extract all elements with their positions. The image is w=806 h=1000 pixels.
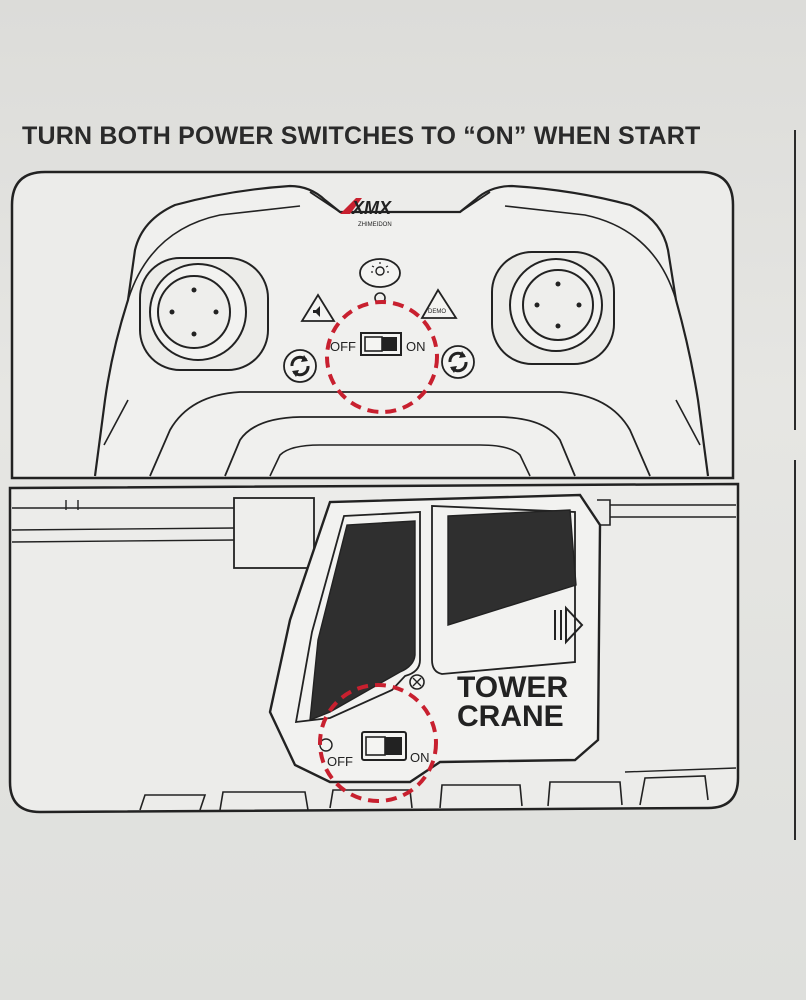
brand-subtext: ZHIMEIDON <box>358 222 392 228</box>
vehicle-name-line2: CRANE <box>457 700 564 733</box>
sound-button[interactable] <box>300 293 336 322</box>
speaker-icon <box>313 306 320 317</box>
switch-slider <box>365 736 386 756</box>
light-bulb-button[interactable] <box>359 258 401 304</box>
crane-cab: TOWER CRANE <box>268 493 602 784</box>
controller-panel: XMX ZHIMEIDON <box>10 170 735 480</box>
demo-label: DEMO <box>428 309 446 315</box>
controller-switch-off-label: OFF <box>330 339 356 354</box>
remote-controller: XMX ZHIMEIDON <box>93 184 710 477</box>
light-bulb-icon <box>375 266 385 276</box>
brand-logo-text: XMX <box>351 198 392 218</box>
right-joystick[interactable] <box>491 251 615 365</box>
forward-arrow-icon <box>554 605 584 645</box>
rotate-left-button[interactable] <box>283 349 317 383</box>
vehicle-panel: TOWER CRANE OFF ON <box>8 482 740 814</box>
demo-button[interactable]: DEMO <box>420 288 458 319</box>
switch-slider <box>364 336 383 352</box>
cab-left-window <box>309 520 416 722</box>
controller-switch-on-label: ON <box>406 339 426 354</box>
brand-logo: XMX ZHIMEIDON <box>340 198 392 228</box>
controller-switch-highlight <box>325 300 439 414</box>
instruction-heading: TURN BOTH POWER SWITCHES TO “ON” WHEN ST… <box>22 122 701 150</box>
rotate-right-button[interactable] <box>441 345 475 379</box>
vehicle-power-switch[interactable]: OFF ON <box>327 731 430 769</box>
cab-right-window <box>447 509 577 626</box>
vehicle-name-line1: TOWER <box>457 671 568 704</box>
left-joystick[interactable] <box>139 257 269 371</box>
screw-icon <box>409 674 425 690</box>
vehicle-switch-highlight <box>318 683 438 803</box>
vehicle-switch-on-label: ON <box>410 750 430 765</box>
vehicle-switch-off-label: OFF <box>327 754 353 769</box>
controller-power-switch[interactable]: OFF ON <box>330 332 426 356</box>
